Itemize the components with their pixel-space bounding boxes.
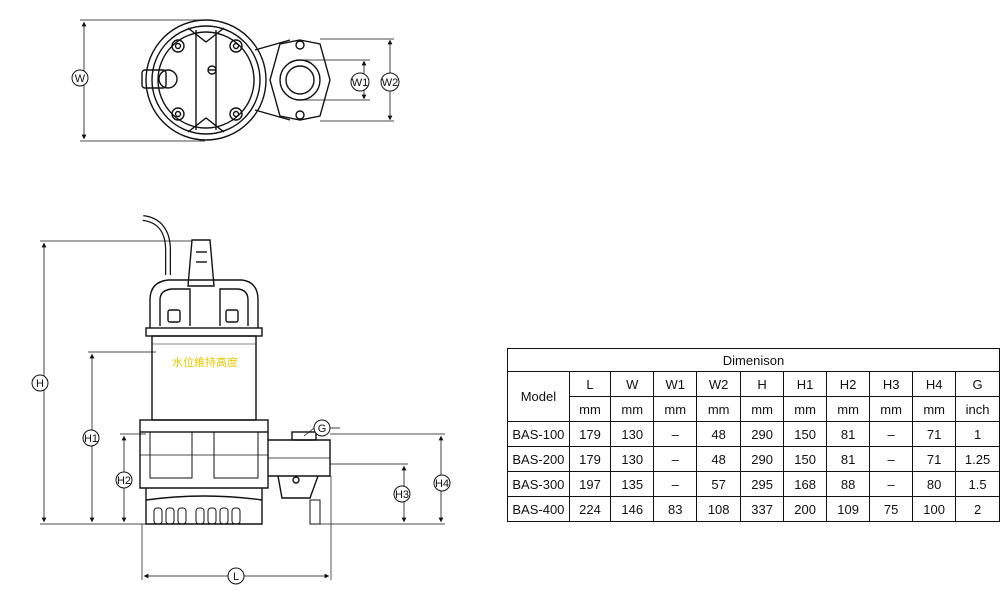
model-header: Model <box>507 371 570 422</box>
model-cell: BAS-100 <box>507 421 570 447</box>
value-cell: 295 <box>740 471 785 497</box>
column-header: W2 <box>696 371 742 397</box>
value-cell: 290 <box>740 421 785 447</box>
column-header: G <box>955 371 1000 397</box>
value-cell: 1.5 <box>955 471 1000 497</box>
value-cell: 48 <box>696 421 742 447</box>
callout-h1-label: H1 <box>84 433 98 445</box>
value-cell: 179 <box>568 446 612 472</box>
value-cell: 57 <box>696 471 742 497</box>
column-header: W1 <box>653 371 698 397</box>
value-cell: – <box>869 421 914 447</box>
callout-w: W <box>71 69 89 87</box>
value-cell: 80 <box>912 471 957 497</box>
unit-cell: mm <box>826 396 871 422</box>
value-cell: 150 <box>783 421 828 447</box>
value-cell: 2 <box>955 496 1000 522</box>
value-cell: 100 <box>912 496 957 522</box>
value-cell: 337 <box>740 496 785 522</box>
value-cell: – <box>653 421 698 447</box>
value-cell: 130 <box>610 446 655 472</box>
value-cell: 71 <box>912 421 957 447</box>
value-cell: 146 <box>610 496 655 522</box>
value-cell: 179 <box>568 421 612 447</box>
value-cell: 130 <box>610 421 655 447</box>
table-title-row: Dimenison <box>507 348 1000 372</box>
unit-cell: mm <box>653 396 698 422</box>
callout-h2: H2 <box>115 471 133 489</box>
table-title: Dimenison <box>507 348 1000 372</box>
column-header: H1 <box>783 371 828 397</box>
value-cell: – <box>869 446 914 472</box>
callout-g-label: G <box>318 423 327 435</box>
value-cell: 1 <box>955 421 1000 447</box>
unit-cell: mm <box>783 396 828 422</box>
side-view <box>139 215 331 525</box>
value-cell: 135 <box>610 471 655 497</box>
value-cell: 1.25 <box>955 446 1000 472</box>
unit-cell: mm <box>869 396 914 422</box>
value-cell: 224 <box>568 496 612 522</box>
callout-h1: H1 <box>82 429 100 447</box>
callout-h-label: H <box>36 378 44 390</box>
value-cell: – <box>653 471 698 497</box>
value-cell: 108 <box>696 496 742 522</box>
value-cell: 197 <box>568 471 612 497</box>
callout-l: L <box>227 567 245 585</box>
value-cell: 81 <box>826 421 871 447</box>
value-cell: – <box>869 471 914 497</box>
unit-cell: mm <box>912 396 957 422</box>
callout-w1: W1 <box>350 72 370 92</box>
callout-h3-label: H3 <box>395 489 409 501</box>
unit-cell: mm <box>696 396 742 422</box>
model-cell: BAS-400 <box>507 496 570 522</box>
callout-h3: H3 <box>393 485 411 503</box>
value-cell: 290 <box>740 446 785 472</box>
value-cell: 109 <box>826 496 871 522</box>
model-cell: BAS-300 <box>507 471 570 497</box>
callout-h: H <box>31 374 49 392</box>
top-view <box>80 19 394 142</box>
column-header: H4 <box>912 371 957 397</box>
callout-w2: W2 <box>380 72 400 92</box>
callout-w1-label: W1 <box>352 77 369 89</box>
value-cell: 88 <box>826 471 871 497</box>
unit-cell: mm <box>610 396 655 422</box>
side-dimensions <box>40 240 445 580</box>
model-cell: BAS-200 <box>507 446 570 472</box>
unit-cell: inch <box>955 396 1000 422</box>
callout-w-label: W <box>75 73 86 85</box>
column-header: H3 <box>869 371 914 397</box>
value-cell: 71 <box>912 446 957 472</box>
value-cell: 75 <box>869 496 914 522</box>
value-cell: 168 <box>783 471 828 497</box>
callout-g: G <box>313 419 340 437</box>
callout-l-label: L <box>233 571 239 583</box>
value-cell: 150 <box>783 446 828 472</box>
column-header: H2 <box>826 371 871 397</box>
callout-h4-label: H4 <box>435 478 449 490</box>
value-cell: 200 <box>783 496 828 522</box>
unit-cell: mm <box>568 396 612 422</box>
callout-w2-label: W2 <box>382 77 399 89</box>
value-cell: 81 <box>826 446 871 472</box>
callout-h4: H4 <box>433 474 451 492</box>
callout-h2-label: H2 <box>117 475 131 487</box>
value-cell: – <box>653 446 698 472</box>
water-level-note: 水位維持高度 <box>172 355 238 369</box>
value-cell: 48 <box>696 446 742 472</box>
value-cell: 83 <box>653 496 698 522</box>
column-header: W <box>610 371 655 397</box>
column-header: H <box>740 371 785 397</box>
unit-cell: mm <box>740 396 785 422</box>
column-header: L <box>568 371 612 397</box>
